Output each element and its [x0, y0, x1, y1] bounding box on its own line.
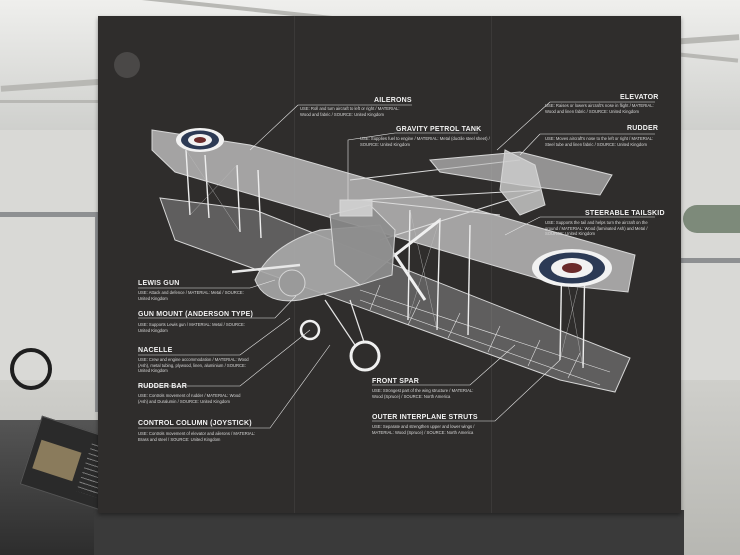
label-rudder-desc: USE: Moves aircraft's nose to the left o… — [545, 136, 654, 147]
landing-wheel — [349, 340, 381, 372]
upper-wing — [151, 129, 636, 293]
barrier-rail — [95, 212, 99, 412]
label-outer-struts-desc: USE: Separate and strengthen upper and l… — [372, 424, 475, 435]
lewis-gun-drum — [278, 269, 306, 297]
interplane-struts — [185, 149, 586, 369]
lewis-gun — [231, 263, 301, 274]
label-rudder-bar-desc: USE: Controls movement of rudder / MATER… — [138, 393, 241, 404]
board-base — [94, 510, 684, 555]
propeller — [393, 218, 441, 301]
label-lewis-gun-desc: USE: Attack and defence / MATERIAL: Meta… — [138, 290, 244, 301]
label-elevator-title: ELEVATOR — [620, 94, 659, 101]
lower-wing-ribs — [359, 284, 611, 386]
label-tailskid-title: STEERABLE TAILSKID — [585, 210, 665, 217]
board-fixing — [114, 52, 140, 78]
label-gun-mount-desc: USE: Supports Lewis gun / MATERIAL: Meta… — [138, 322, 245, 333]
label-gravity-tank-title: GRAVITY PETROL TANK — [396, 126, 482, 133]
lower-wing — [159, 197, 631, 393]
roof-truss — [0, 100, 100, 103]
label-ailerons-desc: USE: Roll and turn aircraft to left or r… — [300, 106, 400, 117]
rudder-fin — [499, 149, 546, 216]
label-front-spar-title: FRONT SPAR — [372, 378, 419, 385]
vintage-wheel — [10, 348, 52, 390]
gravity-petrol-tank — [339, 199, 373, 217]
barrier-rail — [0, 212, 100, 217]
undercarriage — [324, 299, 366, 346]
label-ailerons-title: AILERONS — [374, 97, 412, 104]
label-nacelle-title: NACELLE — [138, 347, 173, 354]
label-rudder-title: RUDDER — [627, 125, 659, 132]
aircraft-in-background — [683, 205, 740, 233]
label-gun-mount-title: GUN MOUNT (ANDERSON TYPE) — [138, 311, 254, 318]
leader-lines — [138, 101, 655, 429]
label-gravity-tank-desc: USE: Supplies fuel to engine / MATERIAL:… — [360, 136, 490, 147]
label-control-column-desc: USE: Controls movement of elevator and a… — [138, 431, 256, 442]
label-rudder-bar-title: RUDDER BAR — [138, 383, 188, 390]
label-outer-struts-title: OUTER INTERPLANE STRUTS — [372, 414, 478, 421]
label-elevator-desc: USE: Raises or lowers aircraft's nose in… — [545, 103, 654, 114]
roundel-upper-left — [176, 128, 224, 152]
label-nacelle-desc: USE: Crew and engine accommodation / MAT… — [138, 357, 249, 373]
label-front-spar-desc: USE: Strongest part of the wing structur… — [372, 388, 474, 399]
label-tailskid-desc: USE: Supports the tail and helps turn th… — [545, 220, 648, 236]
label-lewis-gun-title: LEWIS GUN — [138, 280, 180, 287]
barrier-rail — [681, 258, 740, 263]
label-control-column-title: CONTROL COLUMN (JOYSTICK) — [138, 420, 252, 427]
roundel-upper-right — [532, 249, 612, 287]
